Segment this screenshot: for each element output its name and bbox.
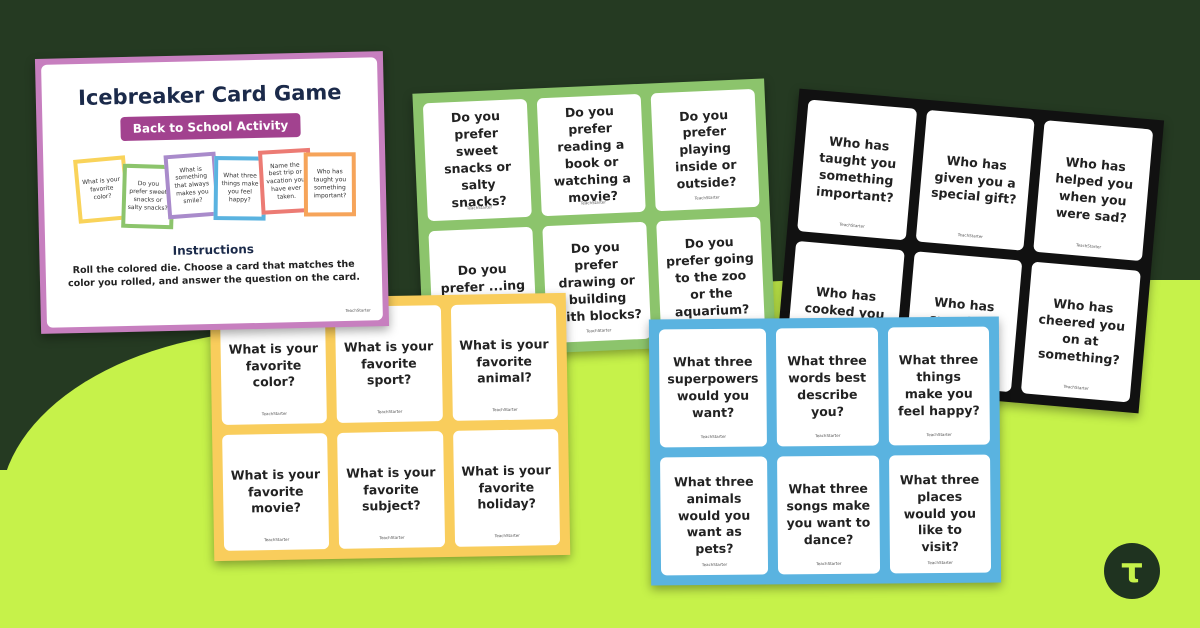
card-text: Do you prefer playing inside or outside? — [674, 106, 737, 192]
card-text: What is your favorite subject? — [345, 463, 436, 514]
yellow-card-sheet: What is your favorite color? TeachStarter… — [209, 292, 571, 562]
question-card: Who has cheered you on at something? Teac… — [1021, 261, 1141, 403]
brand-mark: TeachStarter — [839, 221, 865, 229]
card-text: Who has taught you something important? — [815, 133, 897, 206]
question-card: What is your favorite movie? TeachStarter — [222, 433, 330, 551]
card-text: What is your favorite holiday? — [461, 461, 551, 512]
card-text: Who has given you a special gift? — [930, 152, 1018, 208]
brand-mark: TeachStarter — [261, 410, 288, 416]
question-card: Do you prefer reading a book or watching… — [536, 93, 646, 216]
card-text: Do you prefer reading a book or watching… — [553, 103, 632, 205]
instructions-text: Roll the colored die. Choose a card that… — [67, 258, 360, 290]
lime-background-shape — [0, 470, 1200, 628]
card-text: What three animals would you want as pet… — [674, 473, 754, 557]
question-card: What three words best describe you? Teach… — [776, 327, 879, 447]
brand-mark: TeachStarter — [816, 560, 842, 566]
card-text: What is your favorite movie? — [230, 465, 321, 516]
question-card: What three songs make you want to dance?… — [777, 455, 880, 575]
brand-mark: TeachStarter — [927, 559, 953, 565]
question-card: Do you prefer sweet snacks or salty snac… — [422, 98, 532, 221]
brand-mark: TeachStarter — [379, 534, 405, 540]
brand-mark: TeachStarter — [345, 307, 371, 314]
card-text: What three songs make you want to dance? — [786, 480, 871, 548]
card-text: Do you prefer going to the zoo or the aq… — [665, 234, 755, 320]
teachstarter-logo-icon: τ — [1104, 543, 1160, 599]
card-text: What three things make you feel happy? — [898, 351, 980, 419]
brand-mark: TeachStarter — [263, 536, 290, 542]
card-text: What is your favorite color? — [228, 339, 319, 390]
question-card: What is your favorite holiday? TeachStart… — [452, 429, 561, 547]
blue-card-sheet: What three superpowers would you want? Te… — [648, 316, 1002, 586]
mini-card-fan: What is your favorite color? Do you pref… — [43, 147, 381, 237]
question-card: What three superpowers would you want? Te… — [658, 328, 768, 448]
card-text: What is your favorite animal? — [459, 335, 549, 386]
brand-mark: TeachStarter — [694, 194, 720, 201]
question-card: Do you prefer playing inside or outside?… — [650, 88, 760, 211]
card-text: Who has cheered you on at something? — [1037, 295, 1126, 368]
card-text: What three places would you like to visi… — [899, 471, 980, 555]
brand-mark: TeachStarter — [815, 432, 841, 438]
question-card: Who has taught you something important? T… — [797, 99, 917, 241]
question-card: What is your favorite subject? TeachStart… — [337, 431, 445, 549]
brand-mark: TeachStarter — [700, 433, 727, 439]
question-card: What three things make you feel happy? Te… — [887, 326, 990, 446]
card-text: What is your favorite sport? — [343, 337, 434, 388]
brand-mark: TeachStarter — [701, 561, 728, 567]
question-card: Who has given you a special gift? TeachSt… — [915, 109, 1036, 251]
card-text: What three words best describe you? — [787, 352, 867, 419]
brand-mark: TeachStarter — [494, 532, 520, 538]
brand-mark: TeachStarter — [926, 431, 952, 437]
question-card: What three places would you like to visi… — [888, 454, 992, 574]
subtitle-badge: Back to School Activity — [120, 112, 301, 142]
question-card: What three animals would you want as pet… — [660, 456, 769, 576]
brand-mark: TeachStarter — [957, 231, 984, 239]
mini-card: Who has taught you something important? — [303, 152, 357, 217]
brand-mark: TeachStarter — [492, 406, 518, 412]
card-text: Who has helped you when you were sad? — [1054, 154, 1134, 226]
question-card: What is your favorite animal? TeachStarte… — [450, 303, 558, 421]
question-card: Who has helped you when you were sad? Tea… — [1033, 120, 1154, 262]
brand-mark: TeachStarter — [1063, 383, 1090, 391]
card-text: What three superpowers would you want? — [667, 353, 759, 421]
card-text: Do you prefer sweet snacks or salty snac… — [443, 108, 512, 210]
mini-card: What is something that always makes you … — [163, 151, 221, 220]
brand-mark: TeachStarter — [1075, 241, 1102, 250]
title-card: Icebreaker Card Game Back to School Acti… — [34, 51, 390, 334]
brand-mark: TeachStarter — [377, 408, 403, 414]
page-title: Icebreaker Card Game — [77, 80, 342, 111]
